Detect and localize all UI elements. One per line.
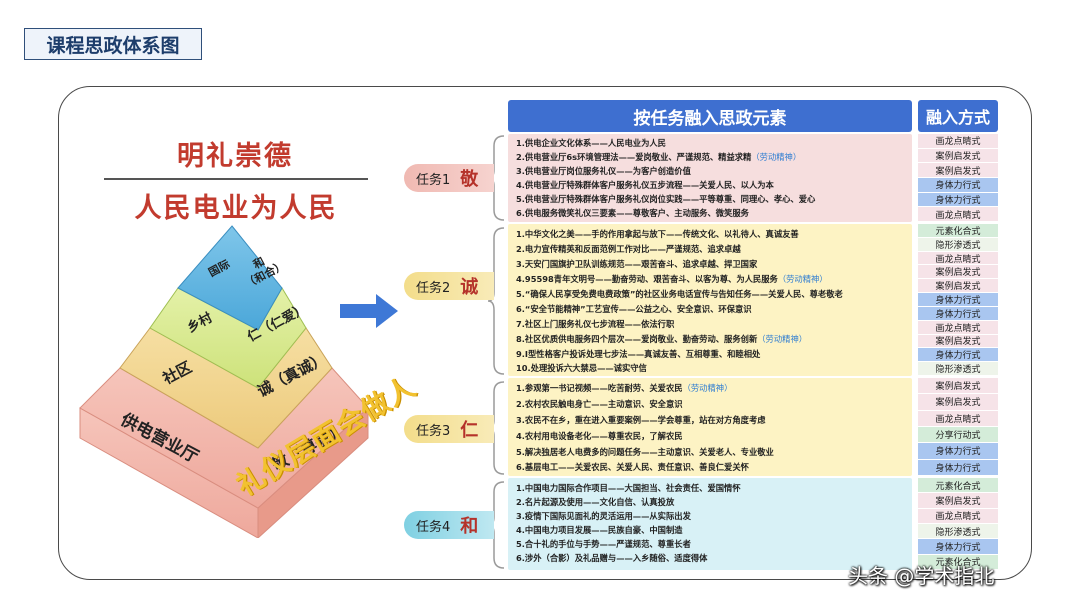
method-cell: 案例启发式 [918, 148, 998, 164]
method-cell: 元素化合式 [918, 224, 998, 238]
task-2-brace [487, 227, 505, 375]
method-cell: 身体力行式 [918, 306, 998, 321]
task-2-panel [508, 224, 912, 376]
task-4-item: 4.中国电力项目发展——民族自豪、中国制造 [516, 525, 683, 535]
method-cell: 画龙点睛式 [918, 134, 998, 149]
page-title: 课程思政体系图 [24, 28, 202, 60]
task-1-item: 6.供电服务微笑礼仪三要素——尊敬客户、主动服务、微笑服务 [516, 208, 749, 218]
header-elements: 按任务融入思政元素 [508, 100, 912, 132]
task-2-item: 1.中华文化之美——手的作用拿起与放下——传统文化、以礼待人、真诚友善 [516, 229, 799, 239]
method-cell: 画龙点睛式 [918, 320, 998, 335]
task-1-item: 2.供电营业厅6s环境管理法——爱岗敬业、严谨规范、精益求精（劳动精神） [516, 152, 802, 162]
task-4-item: 5.合十礼的手位与手势——严谨规范、尊重长者 [516, 539, 691, 549]
task-2-item: 7.社区上门服务礼仪七步流程——依法行职 [516, 319, 675, 329]
task-2-item: 8.社区优质供电服务四个层次——爱岗敬业、勤奋劳动、服务创新（劳动精神） [516, 334, 808, 344]
task-4-item: 1.中国电力国际合作项目——大国担当、社会责任、爱国情怀 [516, 483, 741, 493]
diagram-frame [58, 86, 1032, 580]
title-divider [104, 178, 368, 180]
method-cell: 画龙点睛式 [918, 410, 998, 427]
method-cell: 身体力行式 [918, 539, 998, 555]
method-cell: 案例启发式 [918, 394, 998, 411]
method-cell: 身体力行式 [918, 459, 998, 476]
task-4-item: 3.疫情下国际见面礼的灵活运用——从实际出发 [516, 511, 691, 521]
method-cell: 元素化合式 [918, 554, 998, 570]
task-4-item: 2.名片起源及使用——文化自信、认真投放 [516, 497, 675, 507]
method-cell: 身体力行式 [918, 293, 998, 307]
task-2-item: 4.95598青年文明号——勤奋劳动、艰苦奋斗、以客为尊、为人民服务（劳动精神） [516, 274, 828, 284]
task-3-item: 4.农村用电设备老化——尊重农民，了解农民 [516, 431, 683, 441]
pyramid-level-1 [177, 225, 283, 331]
method-cell: 元素化合式 [918, 478, 998, 494]
task-3-item: 2.农村农民触电身亡——主动意识、安全意识 [516, 399, 683, 409]
method-cell: 案例启发式 [918, 334, 998, 349]
task-4-item: 6.涉外（合影）及礼品赠与——入乡随俗、适度得体 [516, 553, 708, 563]
task-2-item: 6.“安全节能精神”工艺宣传——公益之心、安全意识、环保意识 [516, 304, 752, 314]
method-cell: 案例启发式 [918, 279, 998, 294]
method-cell: 隐形渗透式 [918, 237, 998, 252]
header-methods: 融入方式 [918, 100, 998, 132]
method-cell: 案例启发式 [918, 163, 998, 178]
method-cell: 画龙点睛式 [918, 251, 998, 266]
method-cell: 身体力行式 [918, 443, 998, 460]
task-1-item: 5.供电营业厅特殊群体客户服务礼仪岗位实践——平等尊重、同理心、孝心、爱心 [516, 194, 816, 204]
task-3-item: 6.基层电工——关爱农民、关爱人民、责任意识、善良仁爱关怀 [516, 462, 749, 472]
method-cell: 画龙点睛式 [918, 508, 998, 524]
method-cell: 案例启发式 [918, 378, 998, 395]
task-2-item: 5.“确保人民享受免费电费政策”的社区业务电话宣传与告知任务——关爱人民、尊老敬… [516, 289, 843, 299]
task-4-panel [508, 478, 912, 570]
task-2-item: 9.Ⅰ型性格客户投诉处理七步法——真诚友善、互相尊重、和睦相处 [516, 349, 761, 359]
task-2-item: 10.处理投诉六大禁忌——诚实守信 [516, 363, 647, 373]
right-arrow-icon [340, 294, 398, 328]
sub-title: 人民电业为人民 [134, 193, 338, 224]
task-1-item: 4.供电营业厅特殊群体客户服务礼仪五步流程——关爱人民、以人为本 [516, 180, 774, 190]
watermark: 头条 @学术指北 [848, 564, 995, 588]
method-cell: 案例启发式 [918, 265, 998, 280]
task-3-item: 5.解决独居老人电费多的问题任务——主动意识、关爱老人、专业敬业 [516, 447, 774, 457]
pyramid [79, 225, 369, 538]
method-cell: 隐形渗透式 [918, 524, 998, 540]
task-1-item: 3.供电营业厅岗位服务礼仪——为客户创造价值 [516, 166, 691, 176]
method-cell: 身体力行式 [918, 192, 998, 208]
method-cell: 身体力行式 [918, 178, 998, 193]
task-3-item: 3.农民不在乡，重在进入重要案例——学会尊重，站在对方角度考虑 [516, 415, 766, 425]
task-1-item: 1.供电企业文化体系——人民电业为人民 [516, 138, 666, 148]
method-cell: 身体力行式 [918, 348, 998, 363]
method-cell: 隐形渗透式 [918, 362, 998, 376]
method-cell: 画龙点睛式 [918, 207, 998, 222]
task-3-item: 1.参观第一书记视频——吃苦耐劳、关爱农民（劳动精神） [516, 383, 733, 393]
task-1-panel [508, 134, 912, 222]
main-title: 明礼崇德 [177, 141, 293, 172]
task-2-item: 2.电力宣传精英和反面范例工作对比——严谨规范、追求卓越 [516, 244, 741, 254]
method-cell: 分享行动式 [918, 427, 998, 444]
task-2-item: 3.天安门国旗护卫队训练规范——艰苦奋斗、追求卓越、捍卫国家 [516, 259, 758, 269]
task-3-panel [508, 378, 912, 476]
method-cell: 案例启发式 [918, 493, 998, 509]
